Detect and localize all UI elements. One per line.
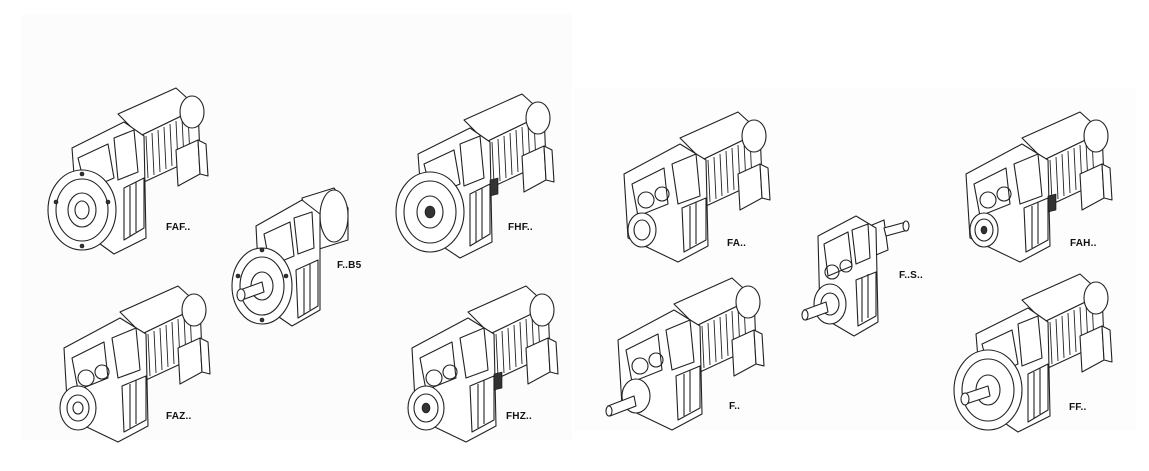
gearmotor-fah-icon [965,111,1113,263]
gearmotor-fa-drawing [616,104,772,263]
label-fah: FAH.. [1070,238,1097,249]
gearmotor-ff-drawing [952,266,1114,433]
label-fhz: FHZ.. [506,411,532,422]
gearmotor-fa-icon [623,111,771,263]
label-f: F.. [729,401,741,412]
gearmotor-f-drawing [604,270,766,431]
label-fa: FA.. [727,238,747,249]
gearmotor-fhf-drawing [394,84,555,259]
gearmotor-faf-icon [47,87,209,255]
gearmotor-fb5-icon [231,187,349,327]
gearmotor-fhz-icon [407,285,559,443]
label-fs: F..S.. [899,270,923,281]
label-fhf: FHF.. [508,222,533,233]
gearmotor-ff-icon [953,273,1113,433]
gearmotor-faf-drawing [47,78,209,255]
label-faz: FAZ.. [166,411,192,422]
gearmotor-faz-icon [59,285,211,443]
label-ff: FF.. [1069,402,1087,413]
label-fb5: F..B5 [337,260,362,271]
gearmotor-fs-drawing [800,210,910,340]
gearmotor-faz-drawing [56,278,212,443]
label-faf: FAF.. [166,222,191,233]
gearmotor-fhz-drawing [404,278,560,443]
gearmotor-fb5-drawing [231,186,352,336]
gearmotor-fhf-icon [395,93,555,259]
gearmotor-fs-icon [801,215,910,337]
gearmotor-fah-drawing [958,104,1114,263]
gearmotor-f-icon [605,277,765,431]
